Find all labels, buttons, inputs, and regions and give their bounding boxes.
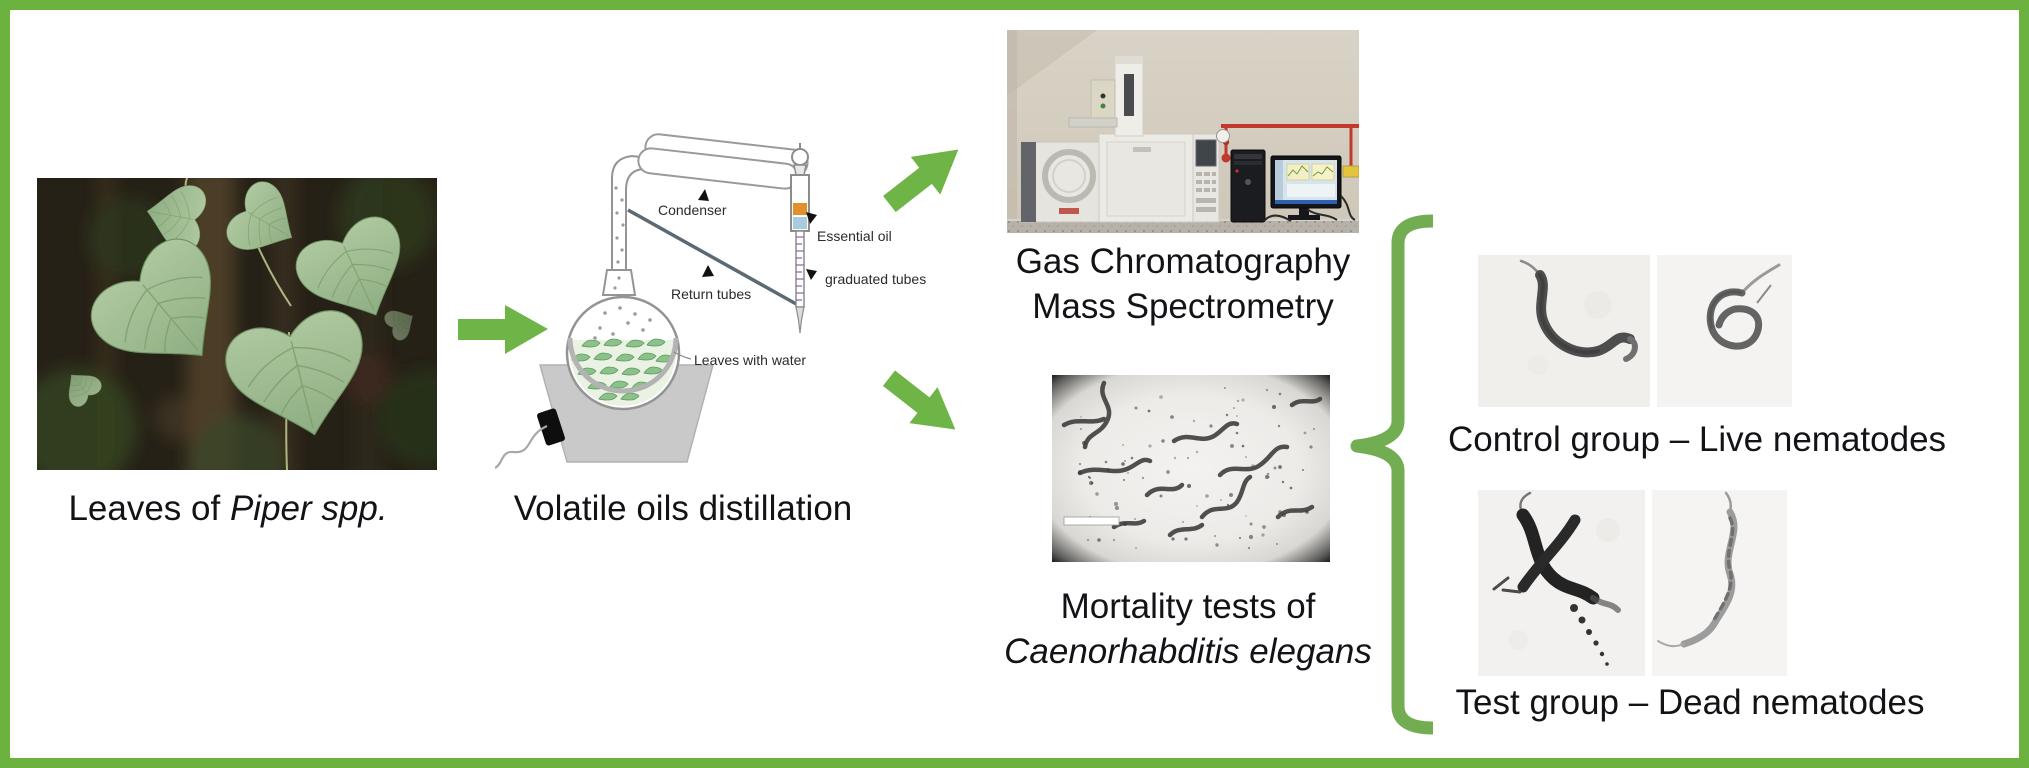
- control-group-images: [1478, 255, 1793, 412]
- label-essential-oil: Essential oil: [817, 228, 892, 244]
- graduated-tube: [790, 143, 810, 334]
- nematode-worms: [1061, 380, 1323, 538]
- computer-tower: [1230, 149, 1266, 223]
- caption-gcms-line1: Gas Chromatography: [1015, 242, 1351, 281]
- label-condenser: Condenser: [658, 202, 727, 218]
- monitor: [1264, 155, 1356, 222]
- control-live-nematode-1: [1478, 255, 1650, 407]
- caption-leaves: Leaves of Piper spp.: [68, 487, 387, 532]
- flow-arrow-up-right-icon: [883, 149, 959, 213]
- vapor-bubbles: [593, 186, 652, 340]
- test-group-images: [1478, 490, 1788, 681]
- caption-mortality: Mortality tests of Caenorhabditis elegan…: [1004, 585, 1372, 675]
- gcms-photo: [1007, 30, 1359, 233]
- ms-unit: [1020, 141, 1102, 223]
- scale-bar: [1063, 516, 1120, 526]
- caption-gcms: Gas Chromatography Mass Spectrometry: [1016, 240, 1351, 330]
- caption-test-group: Test group – Dead nematodes: [1455, 683, 1925, 722]
- caption-distillation: Volatile oils distillation: [513, 489, 853, 528]
- grouping-bracket: [1350, 214, 1434, 735]
- caption-gcms-line2: Mass Spectrometry: [1032, 286, 1334, 326]
- test-dead-nematode-1: [1478, 490, 1645, 676]
- caption-leaves-normal: Leaves of: [68, 489, 221, 528]
- condenser: [637, 133, 809, 190]
- caption-leaves-species: Piper spp.: [229, 489, 388, 528]
- return-tube-line: [627, 208, 799, 307]
- caption-mortality-line1: Mortality tests of: [1060, 587, 1316, 626]
- label-leaves-with-water: Leaves with water: [694, 352, 806, 368]
- distillation-diagram: Condenser Essential oil graduated tubes …: [495, 133, 926, 469]
- test-dead-nematode-2: [1652, 490, 1788, 676]
- flow-arrow-right-icon: [458, 305, 548, 354]
- mortality-microscopy-image: [1052, 375, 1330, 562]
- control-live-nematode-2: [1657, 255, 1793, 407]
- distillation-flask: [565, 186, 681, 411]
- caption-mortality-species: Caenorhabditis elegans: [1004, 631, 1372, 671]
- flow-arrow-down-right-icon: [882, 370, 956, 430]
- piper-leaves-photo: [37, 178, 437, 470]
- label-graduated-tubes: graduated tubes: [825, 271, 926, 287]
- label-return-tubes: Return tubes: [671, 286, 751, 302]
- gc-unit: [1068, 55, 1231, 223]
- caption-control-group: Control group – Live nematodes: [1447, 420, 1947, 459]
- diagram-labels: Condenser Essential oil graduated tubes …: [658, 189, 926, 368]
